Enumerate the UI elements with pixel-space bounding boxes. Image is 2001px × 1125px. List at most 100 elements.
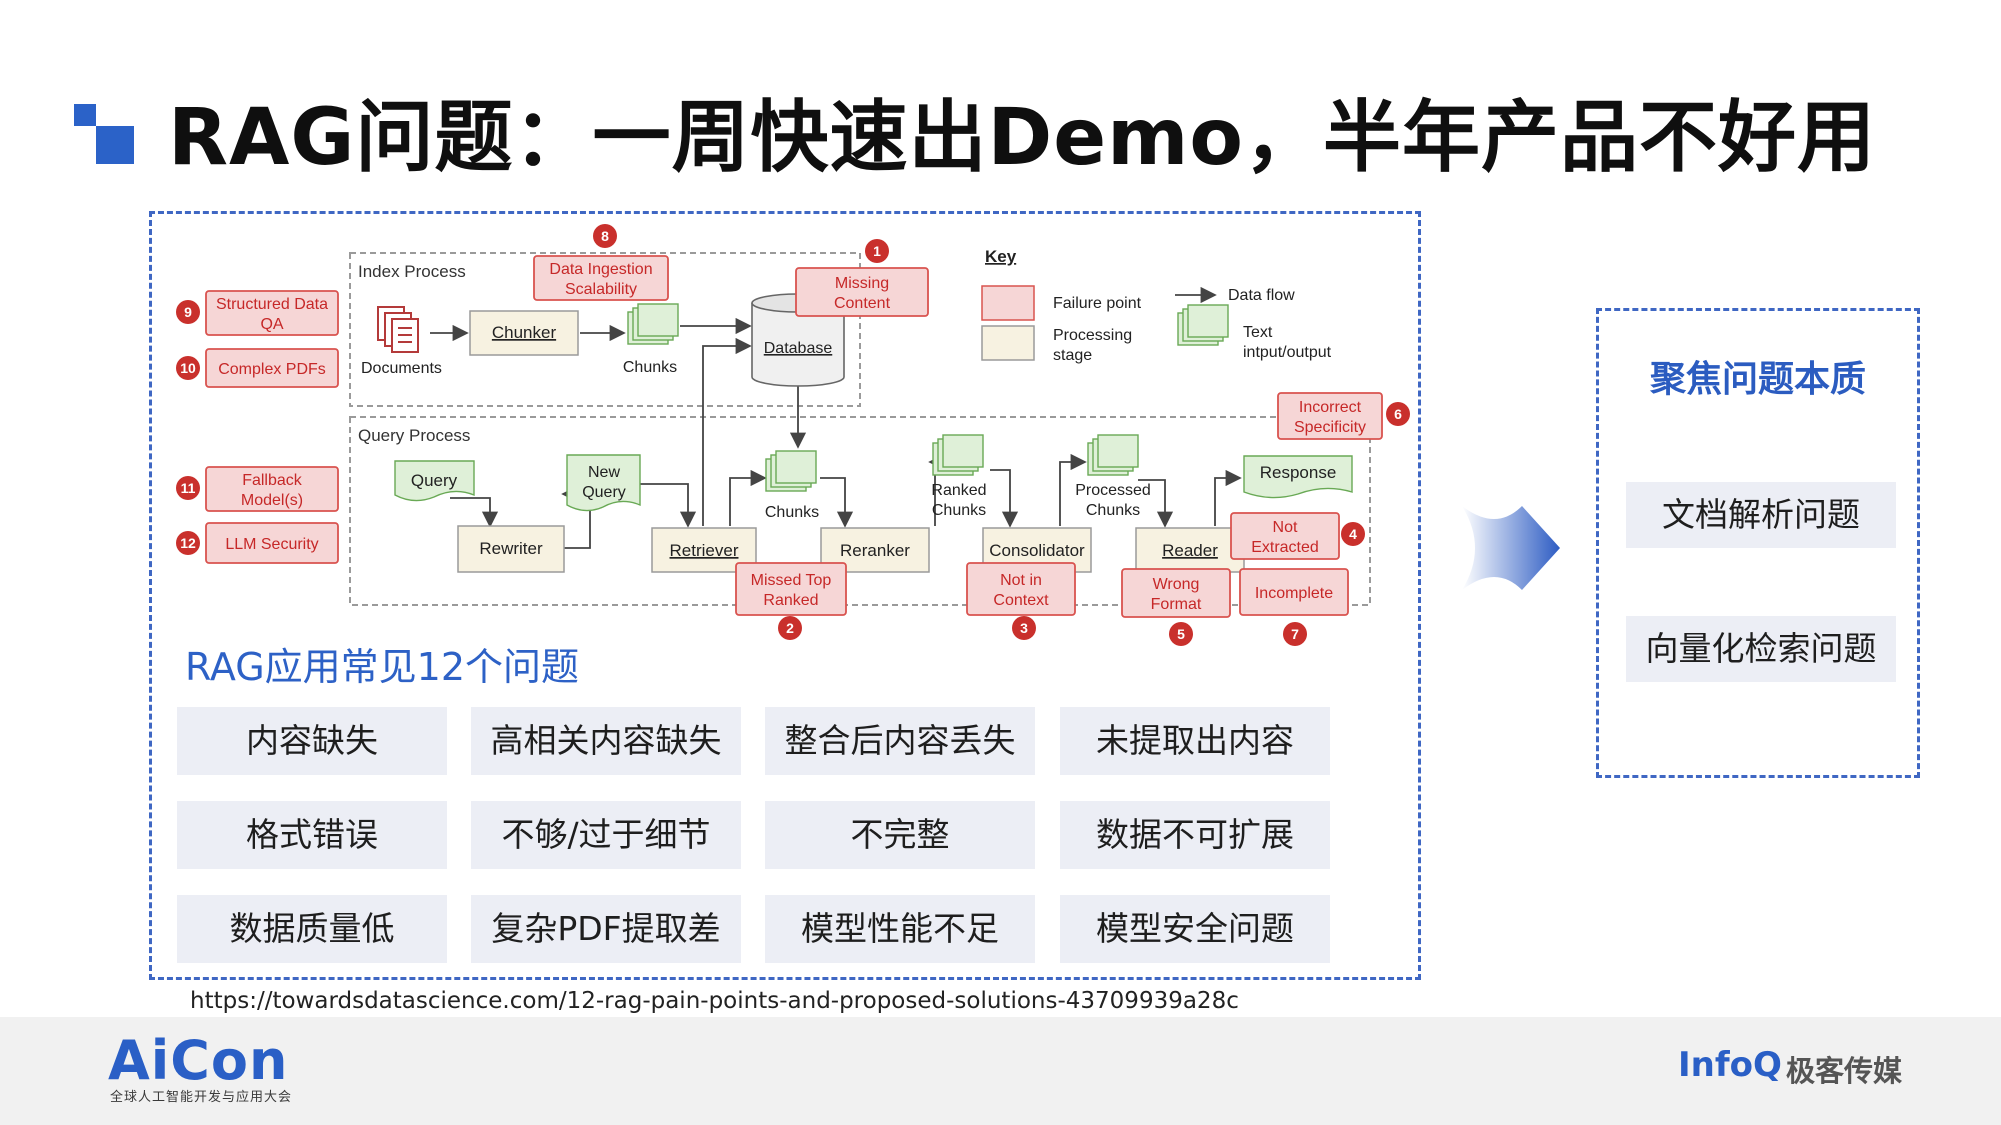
failure-badge-5 [1169, 622, 1193, 646]
issue-item: 模型安全问题 [1060, 895, 1330, 963]
failure-box-3 [966, 562, 1076, 616]
failure-label-6-1: Incorrect [1299, 399, 1362, 416]
failure-label-10-1: Complex PDFs [218, 361, 326, 378]
issue-item: 未提取出内容 [1060, 707, 1330, 775]
failure-badge-12 [176, 531, 200, 555]
failure-badge-6 [1386, 402, 1410, 426]
failure-number-8: 8 [601, 228, 609, 244]
failure-box-2 [735, 562, 847, 616]
failure-label-4-1: Not [1273, 519, 1298, 536]
text-io-stacks [627, 303, 1229, 492]
title-bullet-icon [74, 104, 96, 126]
processed-chunks-label-1: Processed [1075, 482, 1151, 499]
failure-number-11: 11 [181, 480, 196, 496]
failure-number-12: 12 [180, 535, 196, 551]
failure-number-9: 9 [184, 304, 192, 320]
new-query-label-1: New [588, 464, 620, 481]
failure-box-11 [205, 466, 339, 512]
legend-failure-swatch [981, 285, 1035, 321]
legend-heading: Key [985, 247, 1017, 266]
failure-box-10 [205, 348, 339, 388]
side-item-document-parsing: 文档解析问题 [1626, 482, 1896, 548]
ranked-chunks-label-1: Ranked [931, 482, 986, 499]
new-query-label-2: Query [582, 484, 626, 501]
infoq-logo: InfoQ [1678, 1045, 1782, 1085]
failure-box-9 [205, 290, 339, 336]
failure-badge-7 [1283, 622, 1307, 646]
failure-box-5 [1121, 568, 1231, 618]
side-item-vector-retrieval: 向量化检索问题 [1626, 616, 1896, 682]
failure-number-5: 5 [1177, 626, 1185, 642]
failure-label-6-2: Specificity [1294, 419, 1366, 436]
legend-stage-label-2: stage [1053, 347, 1092, 364]
failure-label-2-1: Missed Top [751, 572, 832, 589]
documents-icon [377, 306, 419, 353]
chunker-label: Chunker [492, 323, 557, 342]
failure-label-5-2: Format [1151, 596, 1202, 613]
ranked-chunks-label-2: Chunks [932, 502, 986, 519]
failure-box-1 [795, 267, 929, 317]
side-title: 聚焦问题本质 [1649, 359, 1866, 400]
failure-number-7: 7 [1291, 626, 1299, 642]
side-panel [1596, 308, 1920, 778]
failure-number-3: 3 [1020, 620, 1028, 636]
title-bullet-icon [96, 126, 134, 164]
processed-chunks-label-2: Chunks [1086, 502, 1140, 519]
rewriter-stage [457, 525, 565, 573]
failure-number-4: 4 [1349, 526, 1357, 542]
rewriter-label: Rewriter [479, 539, 543, 558]
issue-item: 模型性能不足 [765, 895, 1035, 963]
failure-label-9-1: Structured Data [216, 296, 328, 313]
consolidator-label: Consolidator [989, 541, 1085, 560]
issue-item: 整合后内容丢失 [765, 707, 1035, 775]
failure-label-11-2: Model(s) [241, 492, 303, 509]
failure-badge-10 [176, 356, 200, 380]
database-label: Database [764, 340, 833, 357]
issue-item: 格式错误 [177, 801, 447, 869]
right-arrow-icon [1462, 506, 1560, 590]
failure-label-11-1: Fallback [242, 472, 303, 489]
jike-logo: 极客传媒 [1786, 1054, 1903, 1088]
failure-label-12-1: LLM Security [225, 536, 318, 553]
main-panel [149, 211, 1421, 980]
legend: Key Failure point Processing stage Data … [981, 247, 1332, 364]
legend-stage-label-1: Processing [1053, 327, 1132, 344]
legend-textio-label-1: Text [1243, 324, 1273, 341]
failure-label-4-2: Extracted [1251, 539, 1319, 556]
legend-textio-label-2: intput/output [1243, 344, 1332, 361]
query-process-label: Query Process [358, 426, 470, 445]
query-process-box [349, 416, 1371, 606]
failure-label-3-2: Context [993, 592, 1049, 609]
failure-number-1: 1 [873, 243, 881, 259]
failure-badge-8 [593, 224, 617, 248]
reference-url[interactable]: https://towardsdatascience.com/12-rag-pa… [190, 988, 1239, 1014]
failure-label-1-1: Missing [835, 275, 889, 292]
failure-number-6: 6 [1394, 406, 1402, 422]
failure-badge-11 [176, 476, 200, 500]
footer-bar [0, 1017, 2001, 1125]
aicon-subtitle: 全球人工智能开发与应用大会 [110, 1090, 293, 1105]
failure-box-7 [1239, 568, 1349, 616]
issues-title: RAG应用常见12个问题 [185, 645, 579, 689]
text-io-banners [394, 454, 1353, 512]
issue-item: 高相关内容缺失 [471, 707, 741, 775]
failure-badge-3 [1012, 616, 1036, 640]
failure-badge-2 [778, 616, 802, 640]
documents-label: Documents [361, 360, 442, 377]
failure-label-1-2: Content [834, 295, 891, 312]
query-label: Query [411, 471, 458, 490]
failure-badge-4 [1341, 522, 1365, 546]
issue-item: 复杂PDF提取差 [471, 895, 741, 963]
failure-point-12: LLM Security 12 [176, 522, 339, 564]
issue-item: 数据不可扩展 [1060, 801, 1330, 869]
aicon-logo: AiCon [108, 1029, 289, 1092]
